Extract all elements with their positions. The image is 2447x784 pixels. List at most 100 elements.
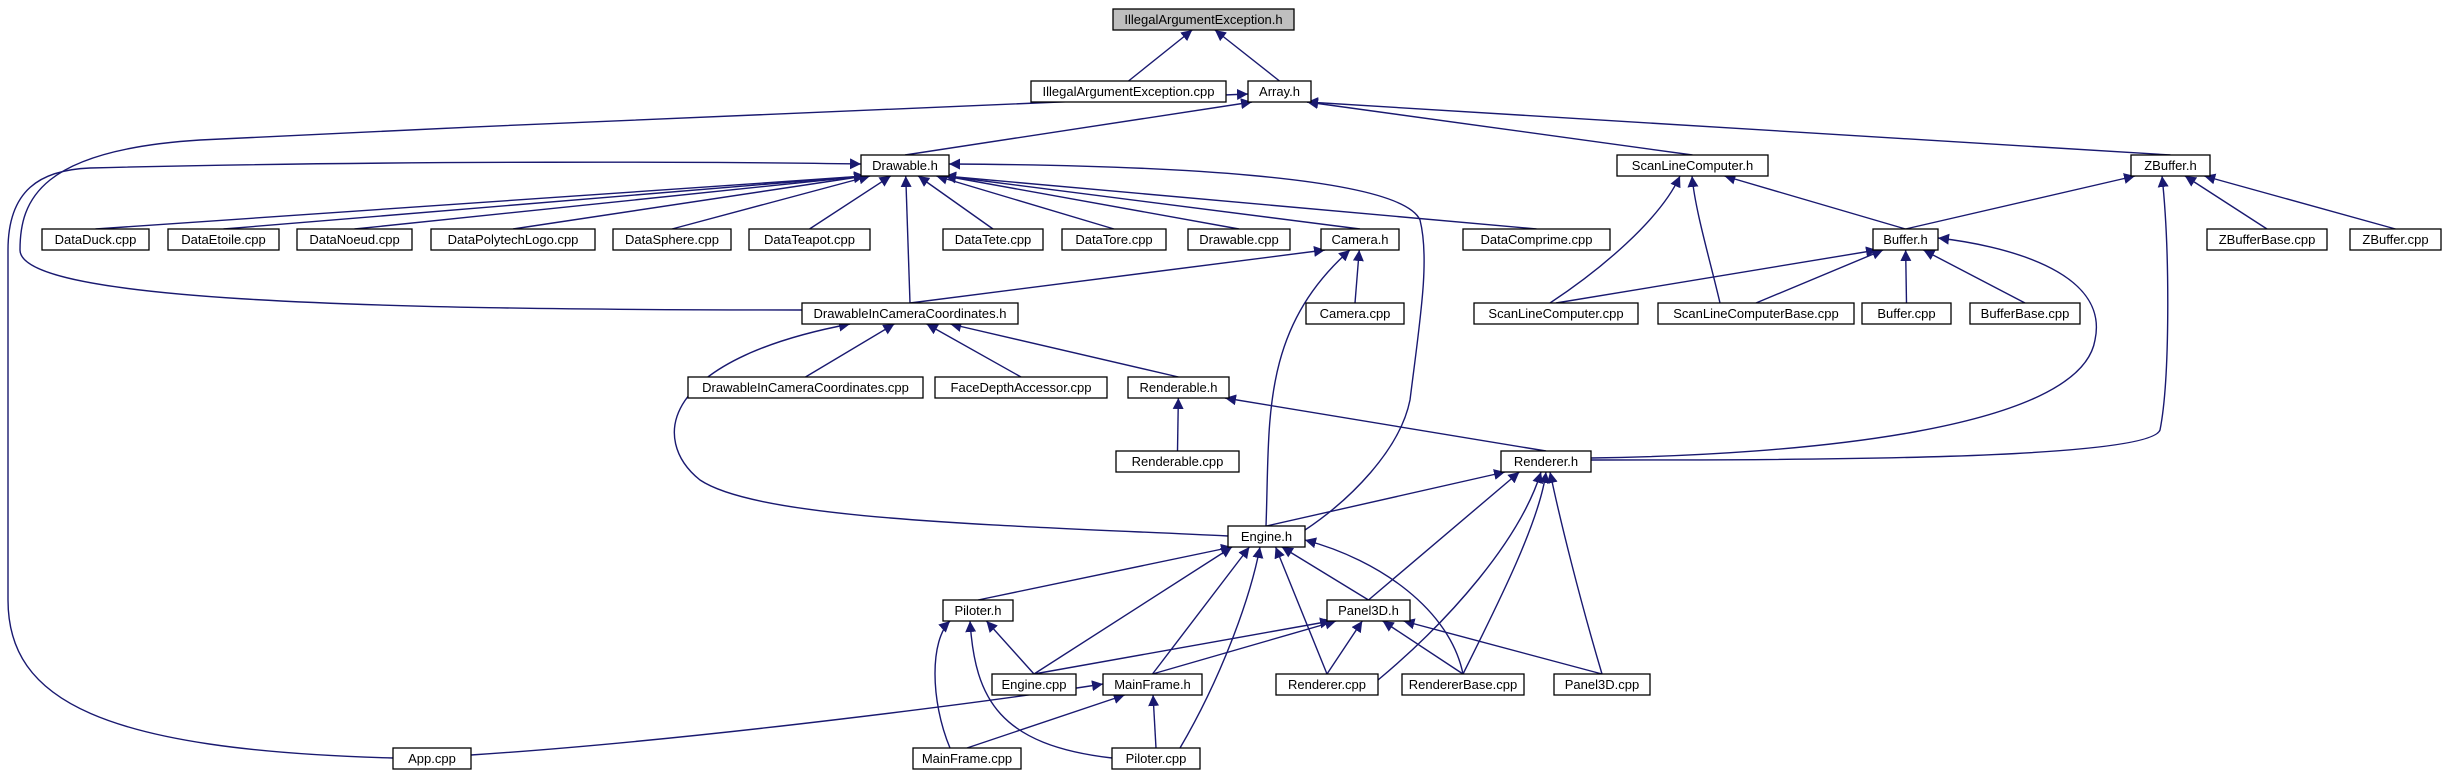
node-datanoeud-cpp[interactable]: DataNoeud.cpp xyxy=(296,228,413,251)
node-label: Drawable.h xyxy=(872,158,938,173)
node-datatete-cpp[interactable]: DataTete.cpp xyxy=(942,228,1044,251)
edge-mainframe-cpp-to-piloter-h xyxy=(934,620,951,749)
node-box xyxy=(1030,80,1227,103)
edge-illegalargumentexception-cpp-to-illegalargumentexception-h xyxy=(1128,29,1193,82)
node-rendererbase-cpp[interactable]: RendererBase.cpp xyxy=(1401,673,1525,696)
node-box xyxy=(1872,228,1939,251)
node-box xyxy=(1969,302,2081,325)
node-label: Piloter.h xyxy=(955,603,1002,618)
node-zbufferbase-cpp[interactable]: ZBufferBase.cpp xyxy=(2206,228,2328,251)
node-camera-h[interactable]: Camera.h xyxy=(1320,228,1400,251)
node-label: DataTete.cpp xyxy=(955,232,1032,247)
edge-engine-h-to-drawable-h xyxy=(948,158,1425,531)
node-datatore-cpp[interactable]: DataTore.cpp xyxy=(1061,228,1167,251)
node-drawableincameracoordinates-h[interactable]: DrawableInCameraCoordinates.h xyxy=(801,302,1019,325)
node-renderable-h[interactable]: Renderable.h xyxy=(1127,376,1230,399)
node-box xyxy=(934,376,1108,399)
node-label: Drawable.cpp xyxy=(1199,232,1279,247)
node-label: MainFrame.h xyxy=(1114,677,1191,692)
node-box xyxy=(1061,228,1167,251)
node-mainframe-h[interactable]: MainFrame.h xyxy=(1102,673,1203,696)
edge-buffer-h-to-scanlinecomputer-h xyxy=(1724,173,1906,230)
node-piloter-cpp[interactable]: Piloter.cpp xyxy=(1111,747,1201,770)
node-scanlinecomputer-cpp[interactable]: ScanLineComputer.cpp xyxy=(1473,302,1639,325)
node-box xyxy=(1500,450,1592,473)
node-box xyxy=(860,154,950,177)
node-drawable-cpp[interactable]: Drawable.cpp xyxy=(1187,228,1291,251)
node-box xyxy=(612,228,732,251)
edge-scanlinecomputer-cpp-to-buffer-h xyxy=(1555,246,1878,304)
node-label: ZBuffer.h xyxy=(2144,158,2197,173)
node-renderer-h[interactable]: Renderer.h xyxy=(1500,450,1592,473)
node-dataetoile-cpp[interactable]: DataEtoile.cpp xyxy=(167,228,280,251)
edge-scanlinecomputer-cpp-to-scanlinecomputer-h xyxy=(1549,175,1681,304)
node-datacomprime-cpp[interactable]: DataComprime.cpp xyxy=(1462,228,1611,251)
edge-renderer-h-to-renderable-h xyxy=(1224,394,1547,452)
node-buffer-cpp[interactable]: Buffer.cpp xyxy=(1861,302,1952,325)
node-drawableincameracoordinates-cpp[interactable]: DrawableInCameraCoordinates.cpp xyxy=(687,376,924,399)
node-bufferbase-cpp[interactable]: BufferBase.cpp xyxy=(1969,302,2081,325)
edge-camera-h-to-drawable-h xyxy=(944,171,1361,230)
node-piloter-h[interactable]: Piloter.h xyxy=(942,599,1014,622)
node-label: Renderer.cpp xyxy=(1288,677,1366,692)
edge-dataetoile-cpp-to-drawable-h xyxy=(223,171,866,230)
node-box xyxy=(1112,8,1295,31)
edge-engine-cpp-to-engine-h xyxy=(1033,546,1233,675)
node-panel3d-h[interactable]: Panel3D.h xyxy=(1326,599,1411,622)
edge-mainframe-h-to-engine-h xyxy=(1151,546,1250,675)
node-datapolytechlogo-cpp[interactable]: DataPolytechLogo.cpp xyxy=(430,228,596,251)
edge-renderer-cpp-to-renderer-h xyxy=(1377,471,1544,681)
node-facedepthaccessor-cpp[interactable]: FaceDepthAccessor.cpp xyxy=(934,376,1108,399)
node-renderable-cpp[interactable]: Renderable.cpp xyxy=(1115,450,1240,473)
node-engine-h[interactable]: Engine.h xyxy=(1227,525,1306,548)
node-dataduck-cpp[interactable]: DataDuck.cpp xyxy=(41,228,150,251)
node-datateapot-cpp[interactable]: DataTeapot.cpp xyxy=(748,228,871,251)
edge-renderable-cpp-to-renderable-h xyxy=(1172,397,1184,452)
edge-drawableincameracoordinates-h-to-camera-h xyxy=(909,245,1326,304)
edge-drawableincameracoordinates-h-to-drawable-h xyxy=(900,175,912,304)
edge-renderable-h-to-drawableincameracoordinates-h xyxy=(950,321,1179,378)
node-app-cpp[interactable]: App.cpp xyxy=(392,747,472,770)
edge-zbufferbase-cpp-to-zbuffer-h xyxy=(2184,175,2268,230)
node-box xyxy=(991,673,1077,696)
node-renderer-cpp[interactable]: Renderer.cpp xyxy=(1275,673,1379,696)
node-box xyxy=(2130,154,2211,177)
edge-datasphere-cpp-to-drawable-h xyxy=(671,173,871,230)
edge-panel3d-cpp-to-panel3d-h xyxy=(1403,618,1603,675)
node-scanlinecomputer-h[interactable]: ScanLineComputer.h xyxy=(1616,154,1769,177)
node-label: DataTore.cpp xyxy=(1075,232,1152,247)
node-label: ScanLineComputer.cpp xyxy=(1488,306,1623,321)
node-panel3d-cpp[interactable]: Panel3D.cpp xyxy=(1553,673,1651,696)
node-label: DrawableInCameraCoordinates.h xyxy=(814,306,1007,321)
node-label: Panel3D.cpp xyxy=(1565,677,1639,692)
node-box xyxy=(1326,599,1411,622)
node-datasphere-cpp[interactable]: DataSphere.cpp xyxy=(612,228,732,251)
node-zbuffer-cpp[interactable]: ZBuffer.cpp xyxy=(2349,228,2442,251)
node-zbuffer-h[interactable]: ZBuffer.h xyxy=(2130,154,2211,177)
edge-scanlinecomputerbase-cpp-to-scanlinecomputer-h xyxy=(1687,175,1721,304)
node-engine-cpp[interactable]: Engine.cpp xyxy=(991,673,1077,696)
node-buffer-h[interactable]: Buffer.h xyxy=(1872,228,1939,251)
edge-piloter-h-to-engine-h xyxy=(977,543,1233,601)
node-box xyxy=(1111,747,1201,770)
node-label: DataDuck.cpp xyxy=(55,232,137,247)
node-label: ZBuffer.cpp xyxy=(2362,232,2428,247)
node-illegalargumentexception-cpp[interactable]: IllegalArgumentException.cpp xyxy=(1030,80,1227,103)
nodes-layer: IllegalArgumentException.hIllegalArgumen… xyxy=(41,8,2442,770)
node-array-h[interactable]: Array.h xyxy=(1247,80,1312,103)
edge-datatore-cpp-to-drawable-h xyxy=(936,173,1115,230)
node-box xyxy=(1473,302,1639,325)
edge-renderer-cpp-to-engine-h xyxy=(1274,546,1328,675)
node-drawable-h[interactable]: Drawable.h xyxy=(860,154,950,177)
edge-camera-cpp-to-camera-h xyxy=(1352,249,1364,304)
node-box xyxy=(1247,80,1312,103)
node-label: App.cpp xyxy=(408,751,456,766)
node-camera-cpp[interactable]: Camera.cpp xyxy=(1305,302,1405,325)
node-scanlinecomputerbase-cpp[interactable]: ScanLineComputerBase.cpp xyxy=(1657,302,1855,325)
edges-layer xyxy=(7,29,2396,759)
node-label: IllegalArgumentException.cpp xyxy=(1043,84,1215,99)
node-mainframe-cpp[interactable]: MainFrame.cpp xyxy=(912,747,1022,770)
node-label: DrawableInCameraCoordinates.cpp xyxy=(702,380,909,395)
node-illegalargumentexception-h[interactable]: IllegalArgumentException.h xyxy=(1112,8,1295,31)
